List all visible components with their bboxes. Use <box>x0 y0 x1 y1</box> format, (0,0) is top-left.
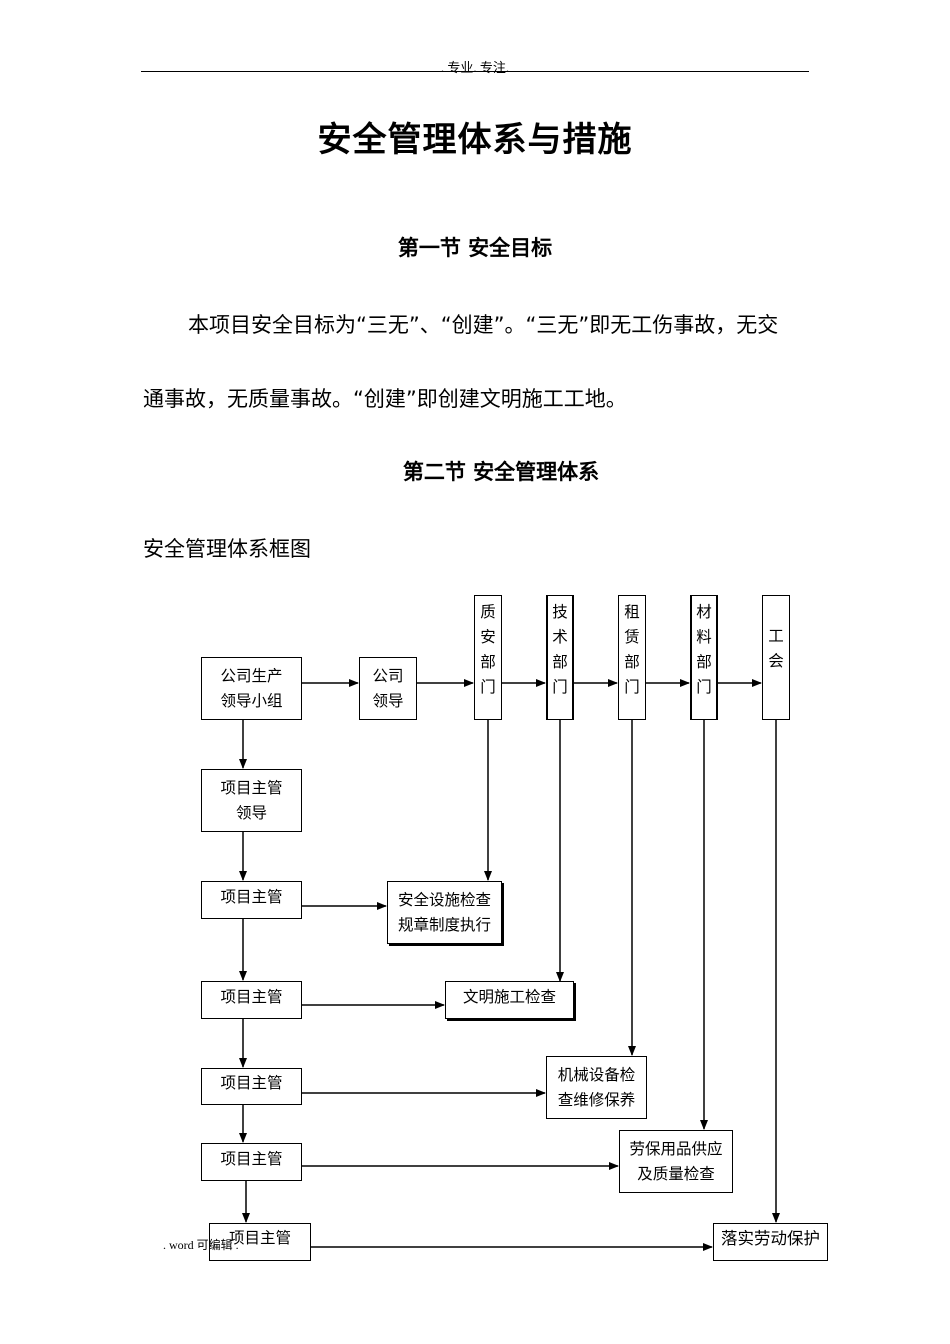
box-project-manager-5: 项目主管 <box>209 1223 311 1261</box>
box-quality-safety-dept: 质 安 部 门 <box>474 595 502 720</box>
box-project-manager-2: 项目主管 <box>201 981 302 1019</box>
box-project-manager-1: 项目主管 <box>201 881 302 919</box>
box-technical-dept: 技 术 部 门 <box>546 595 574 720</box>
box-civil-construction-check: 文明施工检查 <box>445 981 574 1019</box>
box-project-manager-3: 项目主管 <box>201 1068 302 1105</box>
diagram-caption: 安全管理体系框图 <box>143 537 311 561</box>
box-project-manager-4: 项目主管 <box>201 1143 302 1181</box>
box-protective-supplies-check: 劳保用品供应 及质量检查 <box>619 1130 733 1193</box>
document-title: 安全管理体系与措施 <box>317 120 633 160</box>
box-materials-dept: 材 料 部 门 <box>690 595 718 720</box>
box-machinery-maintenance: 机械设备检 查维修保养 <box>546 1056 647 1119</box>
box-labor-protection: 落实劳动保护 <box>713 1223 828 1261</box>
section1-paragraph-line2: 通事故，无质量事故。“创建”即创建文明施工工地。 <box>143 387 627 411</box>
box-project-lead: 项目主管 领导 <box>201 769 302 832</box>
box-labor-union: 工 会 <box>762 595 790 720</box>
box-company-leadership-group: 公司生产 领导小组 <box>201 657 302 720</box>
box-company-leader: 公司 领导 <box>359 657 417 720</box>
section1-heading: 第一节 安全目标 <box>397 236 553 260</box>
section2-heading: 第二节 安全管理体系 <box>402 460 600 484</box>
header-rule <box>141 71 809 72</box>
box-leasing-dept: 租 赁 部 门 <box>618 595 646 720</box>
page-footer: . word 可编辑 . <box>163 1238 239 1252</box>
section1-paragraph-line1: 本项目安全目标为“三无”、“创建”。“三无”即无工伤事故，无交 <box>188 313 779 337</box>
box-safety-facility-check: 安全设施检查 规章制度执行 <box>387 881 502 944</box>
